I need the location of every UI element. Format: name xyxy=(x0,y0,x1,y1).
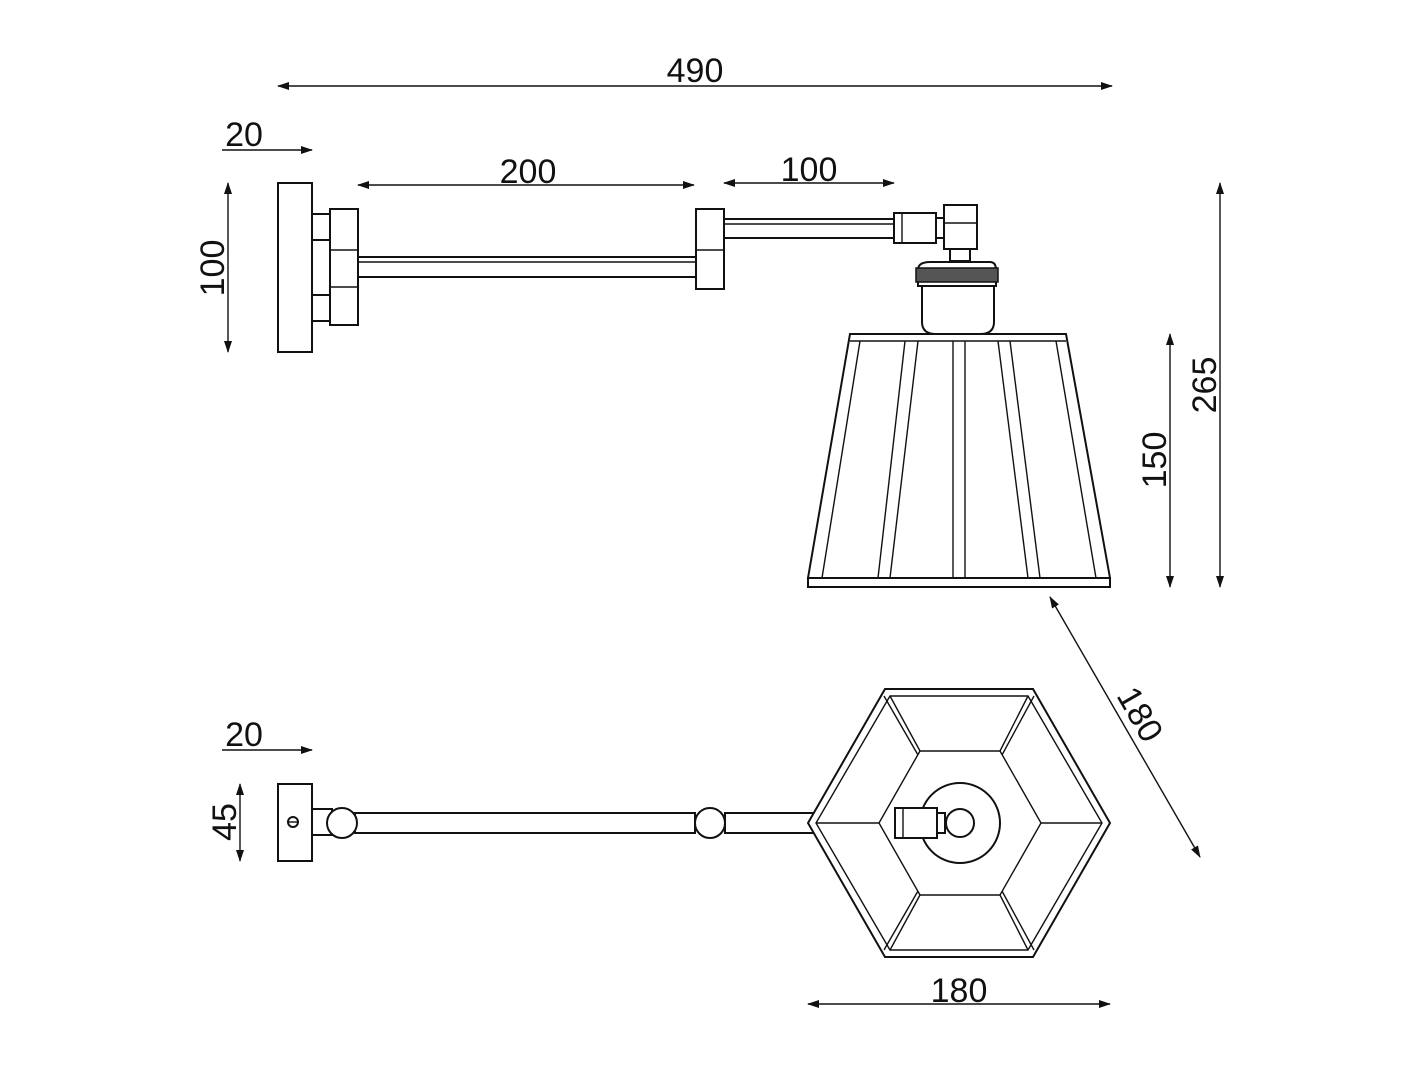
side-elbow-joint xyxy=(695,208,725,290)
top-hexagon-shade xyxy=(806,688,1112,958)
dim-shade-diagonal: 180 xyxy=(1109,680,1170,748)
side-arm-lower xyxy=(357,256,697,278)
socket-knurled-ring xyxy=(915,267,999,283)
dimension-labels: 490 20 200 100 100 265 150 180 20 45 180 xyxy=(194,52,1224,1010)
top-mount-screw xyxy=(287,816,299,828)
dim-backplate-depth-top: 20 xyxy=(225,116,263,154)
dim-shade-height: 150 xyxy=(1136,432,1174,489)
dim-backplate-width: 45 xyxy=(206,803,244,841)
side-arm-upper xyxy=(723,218,895,239)
dimension-lines xyxy=(222,82,1224,1008)
dim-overall-length: 490 xyxy=(667,52,724,90)
top-backplate xyxy=(277,783,313,862)
dim-shade-width: 180 xyxy=(931,972,988,1010)
top-joint-2 xyxy=(694,807,726,839)
top-view xyxy=(277,688,1112,958)
dim-overall-height: 265 xyxy=(1186,357,1224,414)
top-joint-1 xyxy=(326,807,358,839)
side-socket-assembly xyxy=(893,204,999,335)
side-view xyxy=(277,182,1112,588)
side-lamp-shade xyxy=(806,333,1112,588)
dim-backplate-height: 100 xyxy=(194,240,232,297)
dim-arm-segment-1: 200 xyxy=(500,153,557,191)
dim-backplate-depth-bottom: 20 xyxy=(225,716,263,754)
dim-arm-segment-2: 100 xyxy=(781,151,838,189)
side-backplate xyxy=(277,182,313,353)
side-mount-blocks xyxy=(311,208,359,326)
